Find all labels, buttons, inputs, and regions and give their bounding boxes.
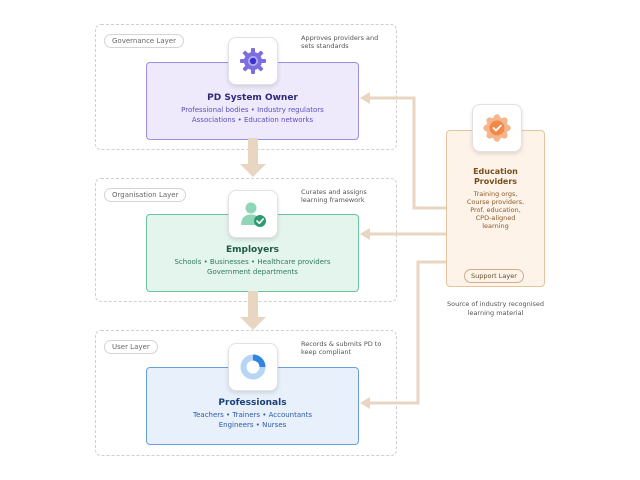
education-providers-note: Source of industry recognised learning m… xyxy=(446,300,545,317)
employers-line-2: Government departments xyxy=(207,267,298,276)
education-providers-line-1: Training orgs, xyxy=(473,190,518,198)
user-layer-note: Records & submits PD to keep compliant xyxy=(301,340,382,356)
professionals-line-1: Teachers • Trainers • Accountants xyxy=(193,411,312,419)
gear-icon xyxy=(240,48,266,74)
education-providers-line-4: CPD-aligned xyxy=(475,214,516,222)
donut-icon-box xyxy=(228,343,278,391)
user-layer: User Layer Records & submits PD to keep … xyxy=(95,330,397,456)
employers-line-1: Schools • Businesses • Healthcare provid… xyxy=(174,258,331,266)
badge-icon-box xyxy=(472,104,522,152)
education-providers-line-3: Prof. education, xyxy=(470,206,521,214)
education-providers-line-2: Course providers, xyxy=(466,198,525,206)
governance-layer-tag: Governance Layer xyxy=(104,34,184,48)
person-check-icon xyxy=(241,202,266,227)
education-providers-lines: Training orgs, Course providers, Prof. e… xyxy=(447,190,544,230)
person-icon-box xyxy=(228,190,278,238)
education-providers-card[interactable]: Education Providers Training orgs, Cours… xyxy=(446,130,545,287)
pd-system-owner-title: PD System Owner xyxy=(207,93,298,103)
user-layer-tag: User Layer xyxy=(104,340,158,354)
governance-layer-note: Approves providers and sets standards xyxy=(301,34,379,50)
pd-system-owner-line-1: Professional bodies • Industry regulator… xyxy=(181,106,324,114)
education-providers-title-line-1: Education xyxy=(473,167,518,176)
governance-layer: Governance Layer Approves providers and … xyxy=(95,24,397,150)
pd-system-owner-line-2: Associations • Education networks xyxy=(191,115,314,124)
education-providers-title-line-2: Providers xyxy=(473,177,518,186)
organisation-layer-note: Curates and assigns learning framework xyxy=(301,188,367,204)
gear-icon-box xyxy=(228,37,278,85)
support-layer-tag: Support Layer xyxy=(464,269,524,283)
donut-chart-icon xyxy=(240,354,266,380)
professionals-line-2: Engineers • Nurses xyxy=(218,420,287,429)
education-providers-title: Education Providers xyxy=(447,167,544,187)
education-providers-line-5: learning xyxy=(482,222,509,230)
organisation-layer: Organisation Layer Curates and assigns l… xyxy=(95,178,397,302)
employers-title: Employers xyxy=(225,245,279,255)
badge-check-icon xyxy=(483,114,511,142)
professionals-title: Professionals xyxy=(218,398,287,408)
organisation-layer-tag: Organisation Layer xyxy=(104,188,187,202)
